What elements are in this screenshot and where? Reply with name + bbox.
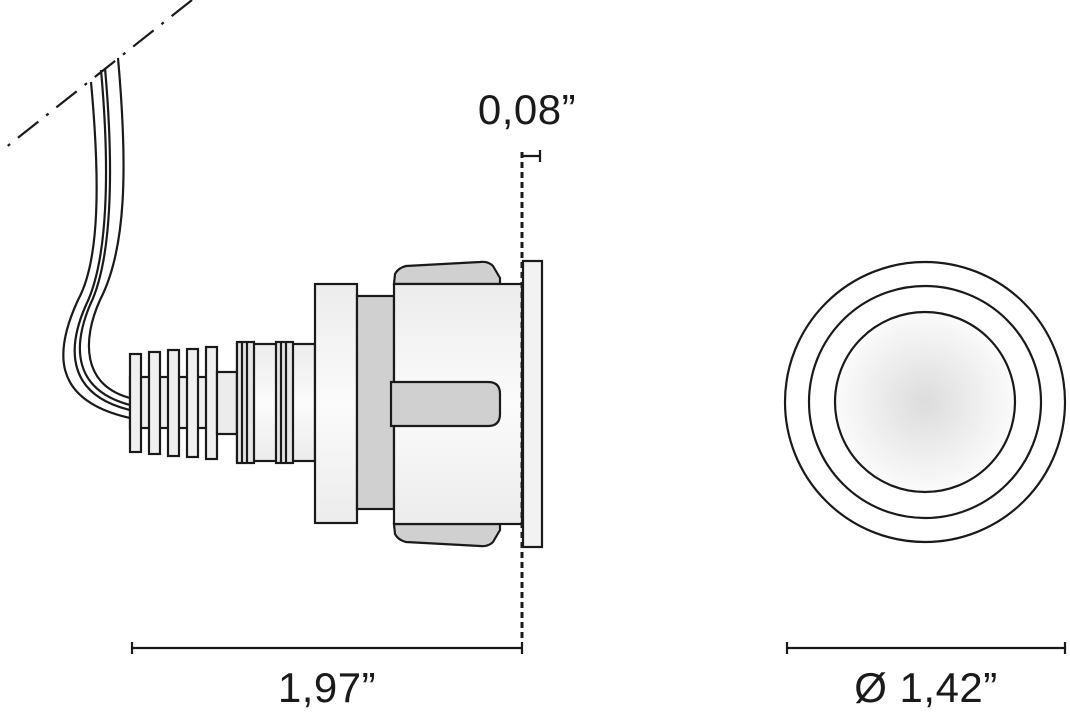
gasket-ring — [355, 294, 396, 511]
mounting-surface-line — [0, 0, 193, 153]
protrusion-dimension — [522, 150, 542, 162]
heatsink-fins — [128, 345, 222, 461]
length-dimension — [130, 642, 524, 654]
length-label: 1,97” — [277, 664, 377, 711]
threaded-body — [235, 340, 317, 465]
neck — [215, 370, 239, 436]
diameter-label: Ø 1,42” — [854, 664, 998, 711]
rear-flange — [313, 282, 359, 525]
diameter-dimension — [785, 642, 1067, 654]
spring-clip-bottom — [392, 522, 502, 548]
front-view — [783, 260, 1067, 544]
front-bezel — [521, 259, 544, 549]
cable — [62, 57, 131, 420]
spring-clip-top — [392, 260, 502, 286]
protrusion-label: 0,08” — [477, 86, 577, 133]
housing-slot — [389, 380, 502, 428]
